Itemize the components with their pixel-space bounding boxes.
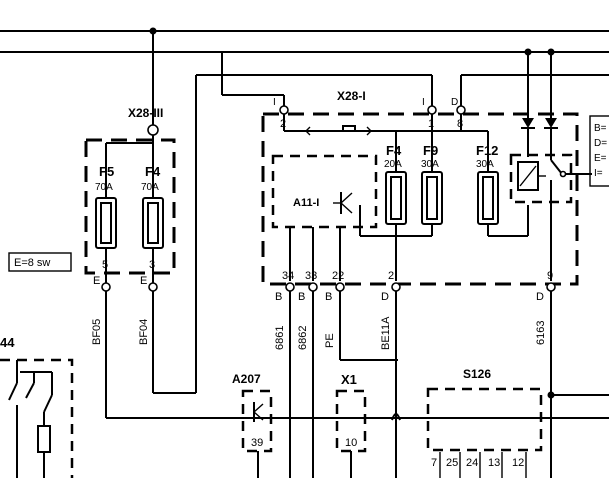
- pin-label-5: 5: [102, 259, 108, 271]
- connector-label-x28-iii: X28-III: [128, 106, 163, 120]
- legend-line: E=: [594, 153, 607, 164]
- wire-code-6163: 6163: [535, 321, 547, 345]
- pin-label-39: 39: [251, 437, 263, 449]
- wire-crossover-icon: [391, 413, 401, 421]
- fuse-f12-element: [482, 176, 494, 220]
- fuse-f9-rating: 30A: [421, 159, 439, 170]
- pin-label-3: 3: [149, 259, 155, 271]
- transistor-icon: [340, 192, 353, 204]
- pin-label-9: 9: [547, 270, 553, 282]
- fuse-f4-rating: 70A: [141, 182, 159, 193]
- relay-contact-icon: [559, 170, 567, 178]
- connector-pin-letter-i: I: [273, 97, 276, 108]
- pin-ring-22: [335, 282, 345, 292]
- component-label-s126: S126: [463, 367, 491, 381]
- pin-label-10: 10: [345, 437, 357, 449]
- wire-code-6861: 6861: [274, 326, 286, 350]
- fuse-f4-label: F4: [145, 164, 161, 179]
- transistor-icon: [253, 403, 264, 413]
- pin-ring-5: [101, 282, 111, 292]
- module-a11-i: [271, 154, 378, 229]
- fuse-f9-label: F9: [423, 143, 438, 158]
- relay-housing: [509, 153, 573, 204]
- fuse-f12-rating: 30A: [476, 159, 494, 170]
- pin-label-22: 22: [332, 270, 344, 282]
- fuse-f4-main-element: [390, 176, 402, 220]
- connector-pin-letter-d: D: [451, 97, 458, 108]
- fuse-f5-element: [100, 202, 112, 244]
- legend-box-right: [589, 115, 609, 187]
- component-label-a207: A207: [232, 372, 261, 386]
- s126-pin-label: 13: [488, 457, 500, 469]
- wire-code-bf04: BF04: [138, 319, 150, 345]
- diode-icon: [522, 118, 534, 128]
- wire-letter: D: [536, 291, 544, 303]
- connector-pin-letter-i: I: [422, 97, 425, 108]
- transistor-icon: [253, 411, 264, 421]
- module-a11-i-label: A11-I: [293, 197, 319, 209]
- legend-box-text: E=8 sw: [14, 257, 50, 269]
- s126-pin-label: 12: [512, 457, 524, 469]
- fuse-f5-label: F5: [99, 164, 114, 179]
- fuse-f4-element: [147, 202, 159, 244]
- component-label-44: 44: [0, 335, 15, 350]
- wire-letter: D: [381, 291, 389, 303]
- s126-pin-labels: 7 25 24 13 12: [431, 452, 527, 478]
- s126-pin-label: 24: [466, 457, 478, 469]
- wire-letter: B: [298, 291, 305, 303]
- relay-coil-icon: [519, 165, 537, 187]
- component-44-housing: [0, 358, 74, 478]
- diode-icon: [545, 118, 557, 128]
- junction-dot: [547, 391, 555, 399]
- internal-bus-arrow: [366, 126, 372, 136]
- fuse-f4-main-label: F4: [386, 143, 402, 158]
- legend-line: D=: [594, 138, 607, 149]
- wire-letter: B: [275, 291, 282, 303]
- pin-ring-3: [148, 282, 158, 292]
- legend-box-e: [8, 252, 72, 272]
- pin-ring-33: [308, 282, 318, 292]
- legend-line: B=: [594, 123, 607, 134]
- wire-letter: B: [325, 291, 332, 303]
- internal-bus-bridge: [342, 125, 356, 131]
- pin-ring-34: [285, 282, 295, 292]
- component-s126: [426, 387, 543, 452]
- fuse-f12-label: F12: [476, 143, 498, 158]
- pin-ring-9: [546, 282, 556, 292]
- legend-line: I=: [594, 168, 603, 179]
- fuse-box-left: [84, 138, 176, 275]
- wire-code-6862: 6862: [297, 326, 309, 350]
- connector-pin-1: [427, 105, 437, 115]
- component-label-x1: X1: [341, 372, 357, 387]
- relay-switch-icon: [550, 159, 563, 175]
- wire-letter-e: E: [93, 275, 100, 287]
- transistor-icon: [340, 202, 353, 214]
- fuse-f5-rating: 70A: [95, 182, 113, 193]
- wire-code-be11a: BE11A: [380, 316, 392, 350]
- connector-pin-x28-iii: [147, 124, 159, 136]
- fuse-f9-element: [426, 176, 438, 220]
- resistor-icon: [37, 425, 51, 453]
- wire-code-pe: PE: [324, 333, 336, 348]
- fuse-f4-main-rating: 20A: [384, 159, 402, 170]
- switch-icon: [25, 382, 35, 399]
- fuse-box-main: [261, 112, 579, 286]
- pin-label-34: 34: [282, 270, 294, 282]
- internal-bus-arrow: [305, 126, 311, 136]
- pin-label-2-bottom: 2: [388, 270, 394, 282]
- s126-pin-label: 25: [446, 457, 458, 469]
- switch-icon: [8, 382, 18, 401]
- connector-label-x28-i: X28-I: [337, 89, 366, 103]
- s126-pin-label: 7: [431, 457, 437, 469]
- wire-code-bf05: BF05: [91, 319, 103, 345]
- switch-icon: [43, 394, 53, 413]
- pin-label-33: 33: [305, 270, 317, 282]
- pin-ring-2: [391, 282, 401, 292]
- connector-pin-2: [279, 105, 289, 115]
- wire-letter-e: E: [140, 275, 147, 287]
